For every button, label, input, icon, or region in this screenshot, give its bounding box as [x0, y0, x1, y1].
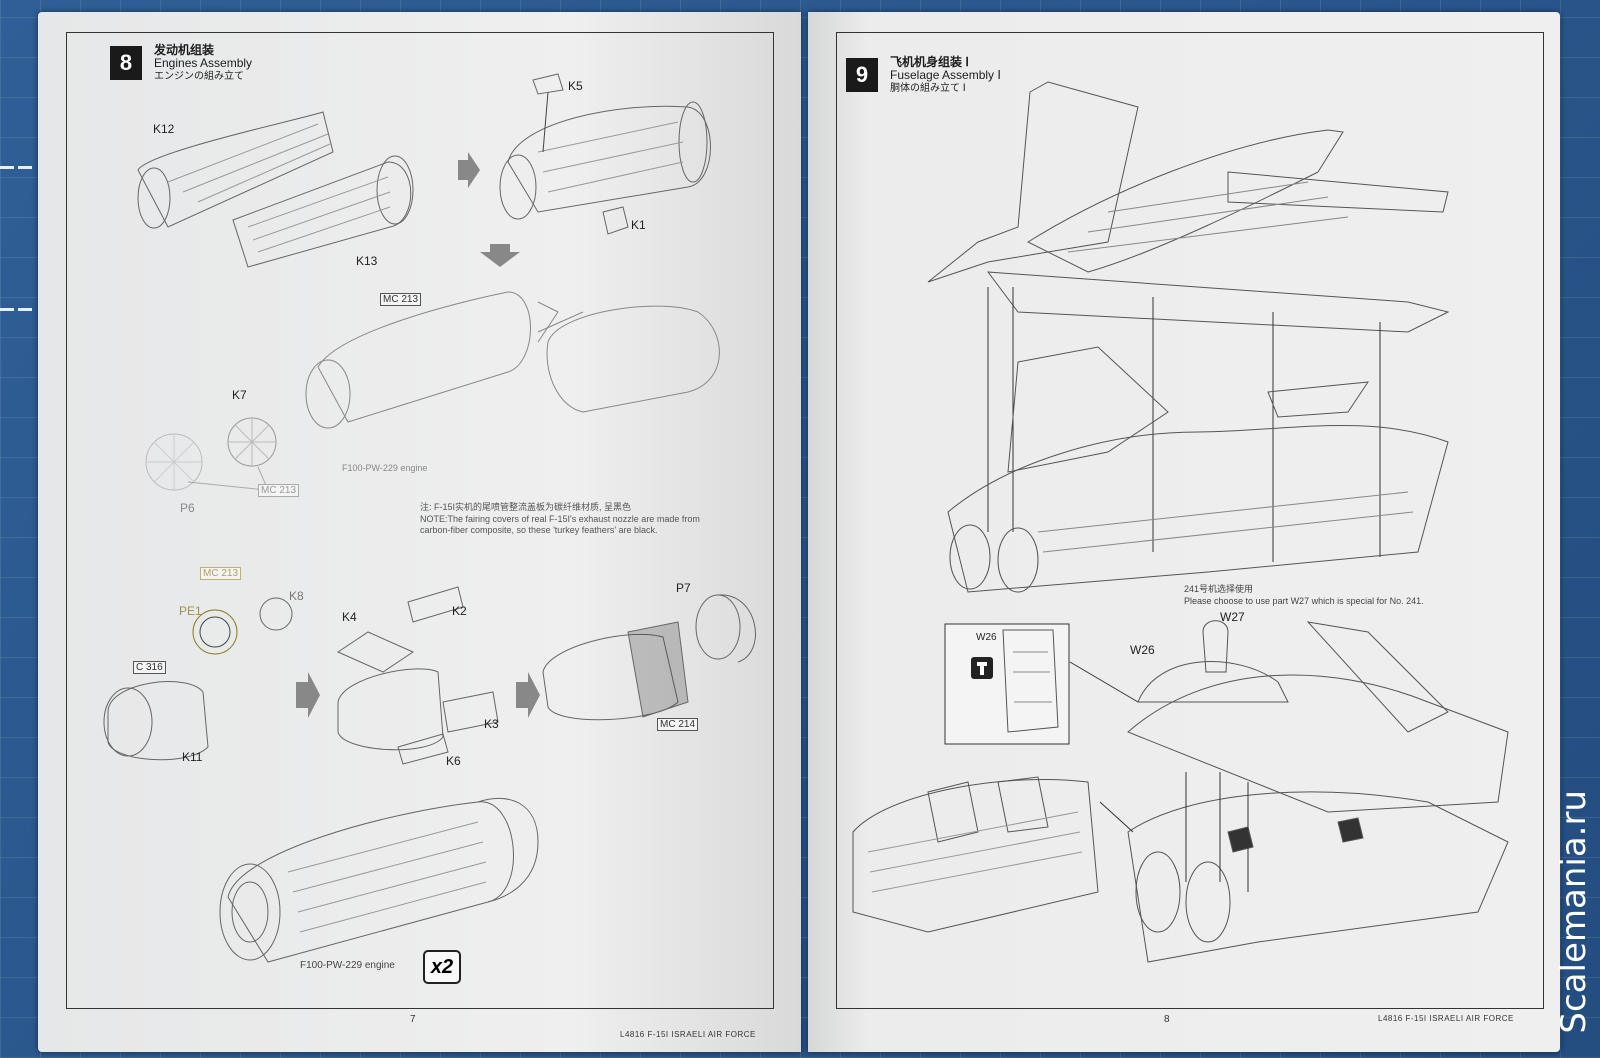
part-label-k5: K5 [568, 79, 583, 93]
k2-part [407, 586, 464, 623]
title-cn: 飞机机身组装 Ⅰ [890, 55, 969, 69]
part-label-p7: P7 [676, 581, 691, 595]
detail-label-w26: W26 [976, 632, 997, 643]
mat-mark [18, 308, 32, 311]
p7-nozzle [695, 594, 741, 660]
engine-assembled-lower [542, 633, 679, 721]
engine-caption: F100-PW-229 engine [342, 463, 428, 473]
w27-note-cn: 241号机选择使用 [1184, 584, 1254, 594]
title-cn: 发动机组装 [154, 43, 215, 57]
note-en-line2: carbon-fiber composite, so these 'turkey… [420, 525, 658, 535]
paint-code-mc214: MC 214 [657, 718, 699, 731]
cockpit-interior [852, 778, 1099, 933]
arrow-right [458, 152, 480, 188]
right-page: 9 飞机机身组装 Ⅰ Fuselage Assembly Ⅰ 胴体の組み立て Ⅰ [808, 12, 1560, 1052]
part-label-k1: K1 [631, 218, 646, 232]
note-cn: 注: F-15I实机的尾喷管整流盖板为碳纤维材质, 呈黑色 [420, 502, 632, 512]
engine-half-assembled [507, 105, 711, 213]
k12-shell [137, 111, 334, 228]
w27-note-en: Please choose to use part W27 which is s… [1184, 596, 1424, 606]
mat-mark [0, 308, 14, 311]
part-label-w26: W26 [1130, 643, 1155, 657]
arrow-down [480, 244, 520, 267]
part-label-k6: K6 [446, 754, 461, 768]
quantity-badge: x2 [423, 950, 461, 984]
page-frame [66, 32, 774, 1009]
step-title: 飞机机身组装 Ⅰ Fuselage Assembly Ⅰ 胴体の組み立て Ⅰ [890, 56, 1001, 95]
pe1-ring [192, 609, 238, 655]
part-label-k7: K7 [232, 388, 247, 402]
hammer-icon [971, 657, 993, 679]
forward-fuselage [1127, 791, 1509, 963]
page-footer: L4816 F-15I ISRAELI AIR FORCE [1378, 1014, 1514, 1023]
cockpit-fuselage [1127, 674, 1509, 813]
fuselage-upper [1026, 129, 1344, 273]
part-w27 [1202, 620, 1229, 673]
paint-code-mc213: MC 213 [258, 484, 300, 497]
left-page: 8 发动机组装 Engines Assembly エンジンの組み立て [38, 12, 801, 1052]
page-number: 8 [1164, 1014, 1170, 1025]
detail-box [944, 623, 1070, 745]
final-engine [227, 801, 514, 963]
k8-fan [259, 597, 293, 631]
tail-lower [1007, 346, 1169, 473]
tail-rear [1306, 621, 1449, 733]
engine-assembly-drawing [103, 73, 756, 963]
step-number: 9 [846, 58, 878, 92]
canopy-w26 [1137, 661, 1289, 703]
part-label-pe1: PE1 [179, 604, 202, 618]
arrow-right [516, 672, 540, 718]
part-label-k3: K3 [484, 717, 499, 731]
title-jp: 胴体の組み立て Ⅰ [890, 83, 966, 94]
page-number: 7 [410, 1014, 416, 1025]
title-en: Fuselage Assembly Ⅰ [890, 68, 1001, 82]
wing [986, 271, 1450, 333]
mat-mark [18, 166, 32, 169]
k12-front-ring [137, 167, 171, 229]
paint-code-mc213: MC 213 [380, 293, 422, 306]
k3-k4-core [337, 668, 444, 751]
vertical-tail [927, 81, 1139, 283]
title-en: Engines Assembly [154, 56, 253, 70]
watermark-text: Scalemania.ru [1554, 790, 1594, 1034]
part-label-k2: K2 [452, 604, 467, 618]
lower-fuselage [947, 424, 1449, 593]
title-jp: エンジンの組み立て [154, 71, 244, 82]
step-number: 8 [110, 46, 142, 80]
part-label-w27: W27 [1220, 610, 1245, 624]
part-label-k13: K13 [356, 254, 378, 268]
part-label-k4: K4 [342, 610, 357, 624]
part-label-p6: P6 [180, 501, 195, 515]
step-title: 发动机组装 Engines Assembly エンジンの組み立て [154, 44, 252, 83]
page-frame [836, 32, 1544, 1009]
paint-code-c316: C 316 [133, 661, 166, 674]
part-label-k12: K12 [153, 122, 175, 136]
mat-mark [0, 166, 14, 169]
part-label-k11: K11 [182, 750, 203, 764]
k4-part [336, 631, 415, 673]
nozzle-mid [546, 305, 720, 413]
arrow-right [296, 672, 320, 718]
note-en-line1: NOTE:The fairing covers of real F-15I's … [420, 514, 700, 524]
k11-casing [107, 681, 209, 761]
engine-intake-top [1227, 171, 1449, 213]
k3-part [442, 691, 499, 733]
fuselage-assembly-drawing [852, 81, 1509, 963]
k6-part [397, 733, 449, 765]
engine-core-mid [317, 291, 531, 423]
k13-core [232, 161, 412, 268]
part-label-k8: K8 [289, 589, 304, 603]
page-footer: L4816 F-15I ISRAELI AIR FORCE [620, 1030, 756, 1039]
engine-caption: F100-PW-229 engine [300, 960, 395, 971]
paint-code-mc213: MC 213 [200, 567, 242, 580]
